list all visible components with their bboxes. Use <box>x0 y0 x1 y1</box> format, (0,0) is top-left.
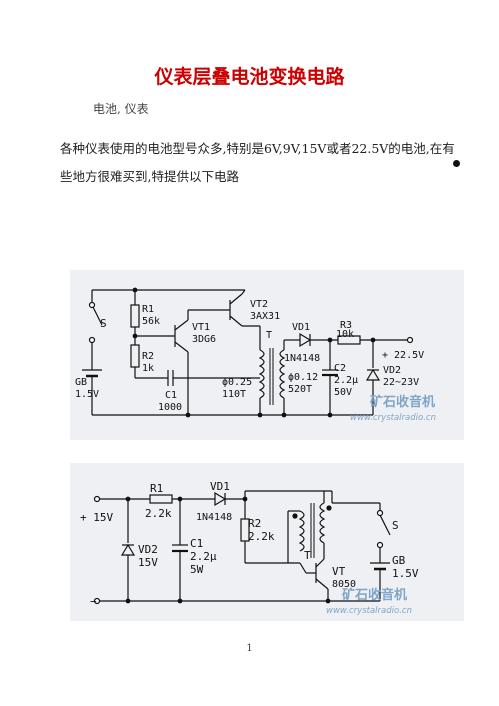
fig1-label-vt2-value: 3AX31 <box>250 311 280 322</box>
fig2-label-r2-value: 2.2k <box>248 530 275 543</box>
fig2-label-minus: − <box>90 595 97 608</box>
fig2-label-input: + 15V <box>80 511 113 524</box>
circuit-diagram-1: S R1 56k VT2 3AX31 VT1 3DG6 R2 1k GB 1.5… <box>70 270 464 440</box>
fig2-label-gb-value: 1.5V <box>392 567 419 580</box>
fig2-label-vt-value: 8050 <box>332 579 356 590</box>
fig1-label-vt2: VT2 <box>250 299 268 310</box>
fig1-label-w1: ϕ0.25 <box>222 377 252 388</box>
fig1-label-vt1-value: 3DG6 <box>192 334 216 345</box>
fig1-label-c2-value: 2.2μ <box>334 375 358 386</box>
fig1-label-c2: C2 <box>334 363 346 374</box>
fig1-label-w2: ϕ0.12 <box>288 372 318 383</box>
fig2-label-vd2: VD2 <box>138 543 158 556</box>
fig1-label-r3: R3 <box>340 320 352 331</box>
fig1-label-c1: C1 <box>165 390 177 401</box>
fig1-label-r1-value: 56k <box>142 316 160 327</box>
fig1-label-gb: GB <box>75 377 87 388</box>
fig1-label-r1: R1 <box>142 304 154 315</box>
fig1-label-vd1: VD1 <box>292 322 310 333</box>
fig1-label-vt1: VT1 <box>192 322 210 333</box>
fig2-label-c1-value: 2.2μ <box>190 550 217 563</box>
fig2-watermark-url: www.crystalradio.cn <box>326 606 412 616</box>
fig2-label-t: T <box>304 549 311 562</box>
intro-paragraph: 各种仪表使用的电池型号众多,特别是6V,9V,15V或者22.5V的电池,在有些… <box>60 141 455 184</box>
fig1-watermark-url: www.crystalradio.cn <box>350 413 436 423</box>
fig2-label-c1: C1 <box>190 537 203 550</box>
fig2-label-gb: GB <box>392 554 406 567</box>
fig2-label-s: S <box>392 519 399 532</box>
fig1-label-r2-value: 1k <box>142 363 154 374</box>
fig2-label-vd1-value: 1N4148 <box>196 512 232 523</box>
fig2-label-vd2-value: 15V <box>138 556 158 569</box>
fig1-label-w1-turns: 110T <box>222 389 246 400</box>
fig1-label-gb-value: 1.5V <box>75 389 99 400</box>
fig2-label-vd1: VD1 <box>210 480 230 493</box>
fig1-label-s: S <box>100 317 107 330</box>
fig1-label-r3-value: 10k <box>336 329 354 340</box>
document-title: 仪表层叠电池变换电路 <box>154 66 345 88</box>
fig2-label-r1-value: 2.2k <box>145 507 172 520</box>
fig2-label-vt: VT <box>332 565 346 578</box>
fig2-watermark-name: 矿石收音机 <box>342 587 407 603</box>
fig1-label-t: T <box>266 330 272 341</box>
fig2-label-r2: R2 <box>248 517 261 530</box>
fig1-label-r2: R2 <box>142 351 154 362</box>
fig1-label-output: + 22.5V <box>382 350 424 361</box>
bullet-dot <box>453 160 460 167</box>
fig2-label-c1-rating: 5W <box>190 563 204 576</box>
fig1-label-c2-rating: 50V <box>334 387 352 398</box>
page-number: 1 <box>246 643 253 654</box>
fig2-label-r1: R1 <box>150 482 163 495</box>
circuit-diagram-2: + 15V − R1 2.2k VD1 1N4148 VD2 15V C1 2.… <box>70 463 464 621</box>
document-tags: 电池, 仪表 <box>93 102 149 116</box>
fig1-label-w2-turns: 520T <box>288 384 312 395</box>
fig1-label-vd1-value: 1N4148 <box>284 353 320 364</box>
fig1-label-c1-value: 1000 <box>158 402 182 413</box>
fig1-label-vd2: VD2 <box>383 365 401 376</box>
fig1-label-vd2-value: 22~23V <box>383 377 419 388</box>
fig1-watermark-name: 矿石收音机 <box>370 394 435 410</box>
